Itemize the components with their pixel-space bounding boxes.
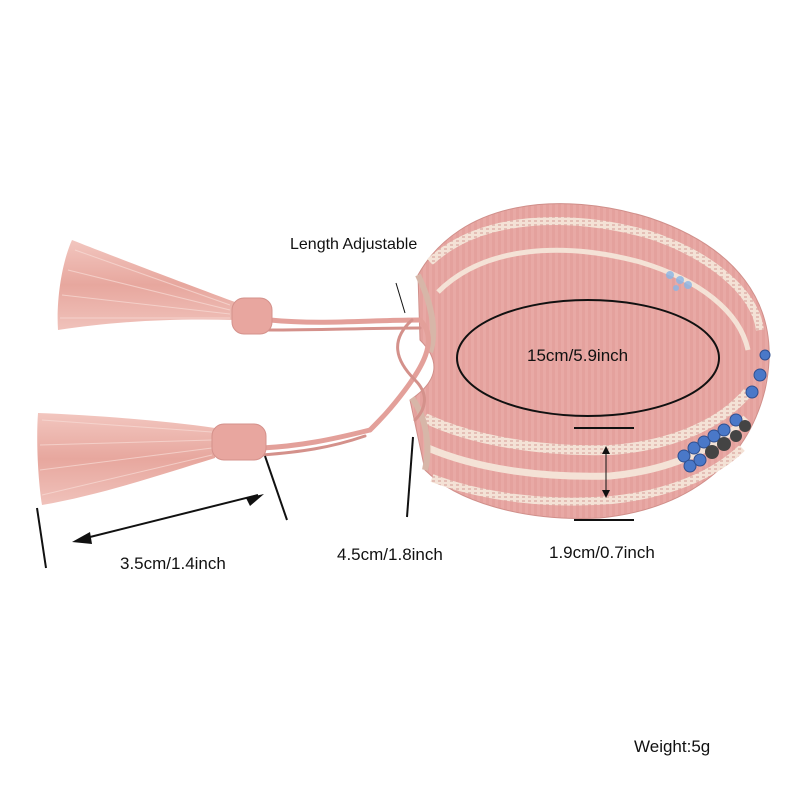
circumference-ellipse xyxy=(456,299,720,417)
bead-motif xyxy=(666,271,771,473)
length-adjustable-label: Length Adjustable xyxy=(290,236,418,253)
length-pointer-line xyxy=(395,282,406,314)
tassel-arrowhead-right xyxy=(246,494,264,506)
tassel-arrowhead-left xyxy=(72,532,92,544)
width-arrowhead-down xyxy=(602,490,610,498)
cord-tick xyxy=(406,436,414,518)
inner-circumference-label: 15cm/5.9inch xyxy=(527,346,629,365)
tassel-tick-left xyxy=(36,507,47,569)
band-width-label: 1.9cm/0.7inch xyxy=(549,543,655,562)
braided-cord xyxy=(259,317,431,457)
annotation-lines xyxy=(36,282,720,569)
arrowheads xyxy=(72,446,610,544)
width-arrowhead-up xyxy=(602,446,610,454)
upper-tassel xyxy=(57,240,273,335)
lower-tassel xyxy=(37,413,267,505)
cord-length-label: 4.5cm/1.8inch xyxy=(337,545,443,564)
tassel-arrow-line xyxy=(77,494,259,541)
weight-label: Weight:5g xyxy=(634,737,711,756)
tassel-tick-right xyxy=(264,455,288,521)
tassel-length-label: 3.5cm/1.4inch xyxy=(120,554,226,573)
